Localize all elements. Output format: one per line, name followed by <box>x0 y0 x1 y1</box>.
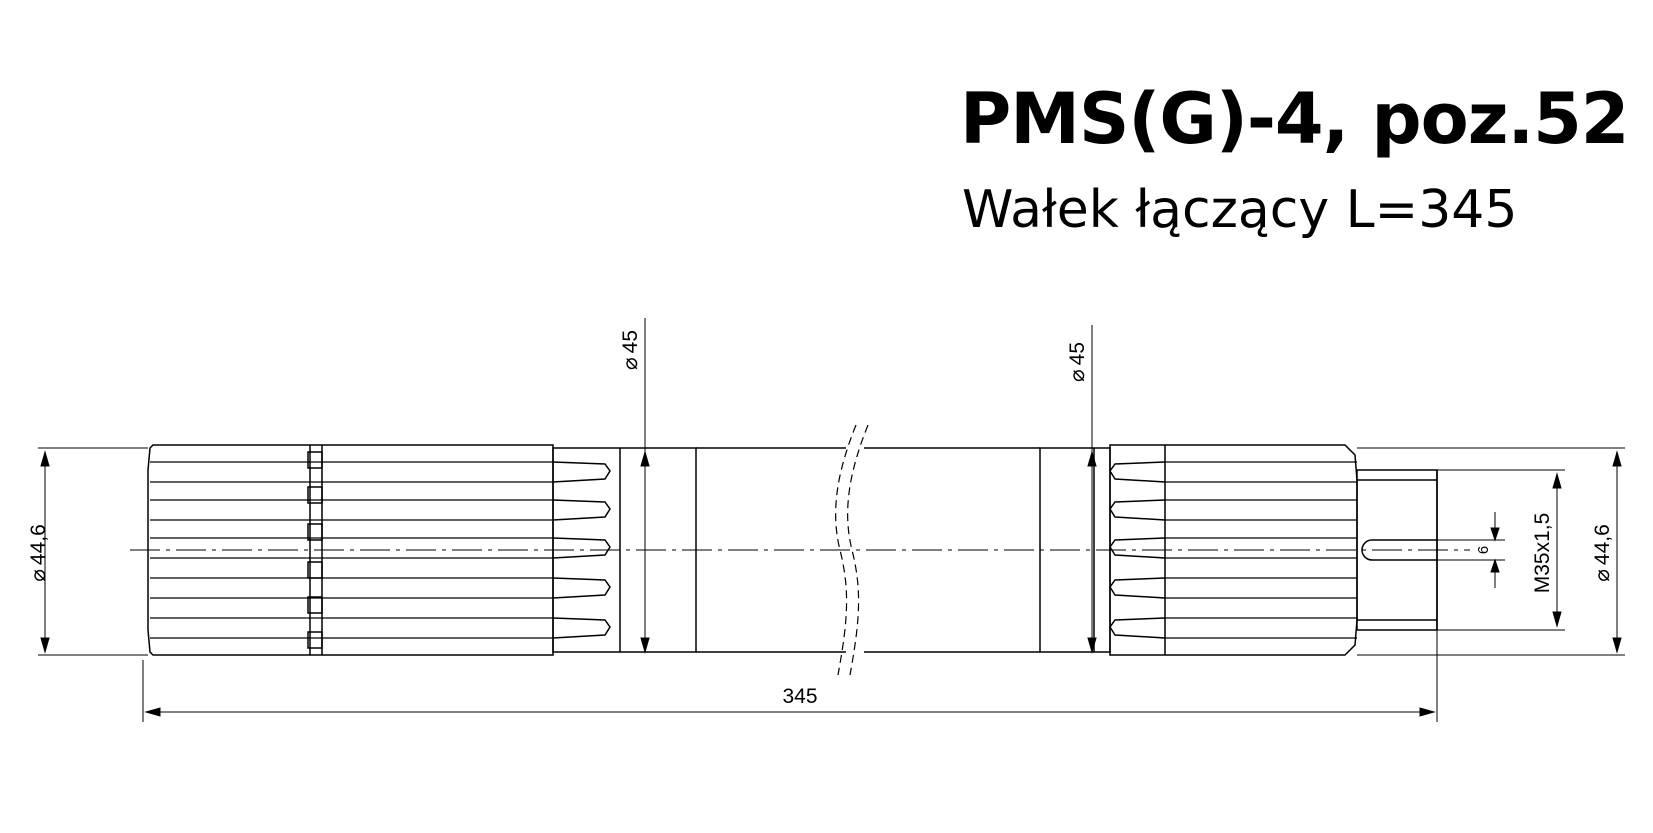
drawing-title: PMS(G)-4, poz.52 <box>960 78 1629 160</box>
total-length-label: 345 <box>782 685 817 708</box>
right-outer-diameter-label: ⌀44,6 <box>1591 524 1614 582</box>
spline-taper <box>552 617 611 639</box>
spline-taper <box>1109 577 1166 599</box>
spline-taper <box>552 461 611 483</box>
spline-taper <box>1109 617 1166 639</box>
spline-taper <box>1109 537 1166 559</box>
drawing-subtitle: Wałek łączący L=345 <box>962 180 1518 240</box>
spline-taper <box>1109 499 1166 521</box>
spline-taper <box>552 499 611 521</box>
slot-width-label: 6 <box>1475 546 1492 554</box>
spline-taper <box>552 577 611 599</box>
break-lines <box>835 424 869 676</box>
left-outer-diameter-label: ⌀44,6 <box>27 524 50 582</box>
thread-label: M35x1,5 <box>1531 513 1554 594</box>
left-journal-diameter-label: ⌀45 <box>619 330 642 370</box>
spline-taper <box>1109 461 1166 483</box>
middle-shaft-body <box>696 447 1040 653</box>
left-spline-section <box>147 444 611 656</box>
right-journal-diameter-label: ⌀45 <box>1066 342 1089 382</box>
right-spline-section <box>1109 444 1358 656</box>
spline-taper <box>552 537 611 559</box>
dimension-lines <box>38 318 1625 722</box>
